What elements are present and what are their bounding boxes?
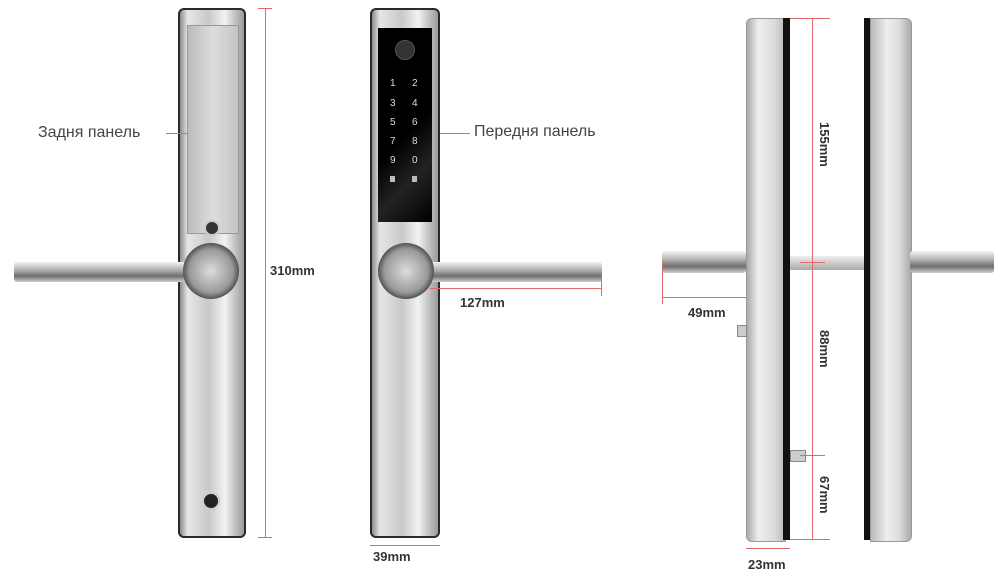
back-panel-label: Задня панель (38, 124, 141, 141)
keyhole-icon (202, 492, 220, 510)
keypad-screen: 1 2 3 4 5 6 7 8 9 0 (378, 28, 432, 222)
side-height-dim-line (812, 18, 813, 540)
dim-tick (258, 8, 272, 9)
key-star-icon[interactable] (390, 176, 395, 182)
thickness-dim-line (746, 548, 790, 549)
back-panel-pointer (166, 133, 188, 134)
back-handle (14, 262, 219, 282)
key-7[interactable]: 7 (390, 136, 396, 147)
dim-tick (258, 537, 272, 538)
projection-dim-line (662, 297, 746, 298)
key-9[interactable]: 9 (390, 155, 396, 166)
side-front-handle (910, 251, 994, 273)
side-front-gasket (864, 18, 871, 540)
lock-knob-icon (204, 220, 220, 236)
width-dim-line (370, 545, 440, 546)
height-dim-line (265, 8, 266, 538)
dim-tick (800, 262, 825, 263)
screw-post (790, 450, 806, 462)
front-panel-pointer (440, 133, 470, 134)
side-back-handle (662, 251, 746, 273)
front-panel-label: Передня панель (474, 123, 596, 140)
key-0[interactable]: 0 (412, 155, 418, 166)
fingerprint-sensor-icon (395, 40, 415, 60)
key-3[interactable]: 3 (390, 98, 396, 109)
lower-dim-label: 67mm (817, 476, 832, 514)
key-8[interactable]: 8 (412, 136, 418, 147)
side-back-plate (746, 18, 786, 542)
front-rosette (378, 243, 434, 299)
battery-cover (187, 25, 239, 234)
middle-dim-label: 88mm (817, 330, 832, 368)
side-front-plate (870, 18, 912, 542)
side-back-gasket (783, 18, 790, 540)
upper-dim-label: 155mm (817, 122, 832, 167)
height-dim-label: 310mm (270, 263, 315, 278)
key-hash-icon[interactable] (412, 176, 417, 182)
dim-tick (662, 264, 663, 304)
latch-bolt (737, 325, 747, 337)
dim-tick (800, 455, 825, 456)
handle-length-label: 127mm (460, 295, 505, 310)
back-rosette (183, 243, 239, 299)
dim-tick (601, 272, 602, 296)
projection-dim-label: 49mm (688, 305, 726, 320)
key-4[interactable]: 4 (412, 98, 418, 109)
key-5[interactable]: 5 (390, 117, 396, 128)
key-2[interactable]: 2 (412, 78, 418, 89)
key-1[interactable]: 1 (390, 78, 396, 89)
spindle (790, 256, 864, 270)
width-dim-label: 39mm (373, 549, 411, 564)
dim-tick (790, 18, 830, 19)
front-handle (392, 262, 602, 282)
key-6[interactable]: 6 (412, 117, 418, 128)
thickness-dim-label: 23mm (748, 557, 786, 572)
handle-length-dim-line (430, 288, 602, 289)
dim-tick (790, 539, 830, 540)
